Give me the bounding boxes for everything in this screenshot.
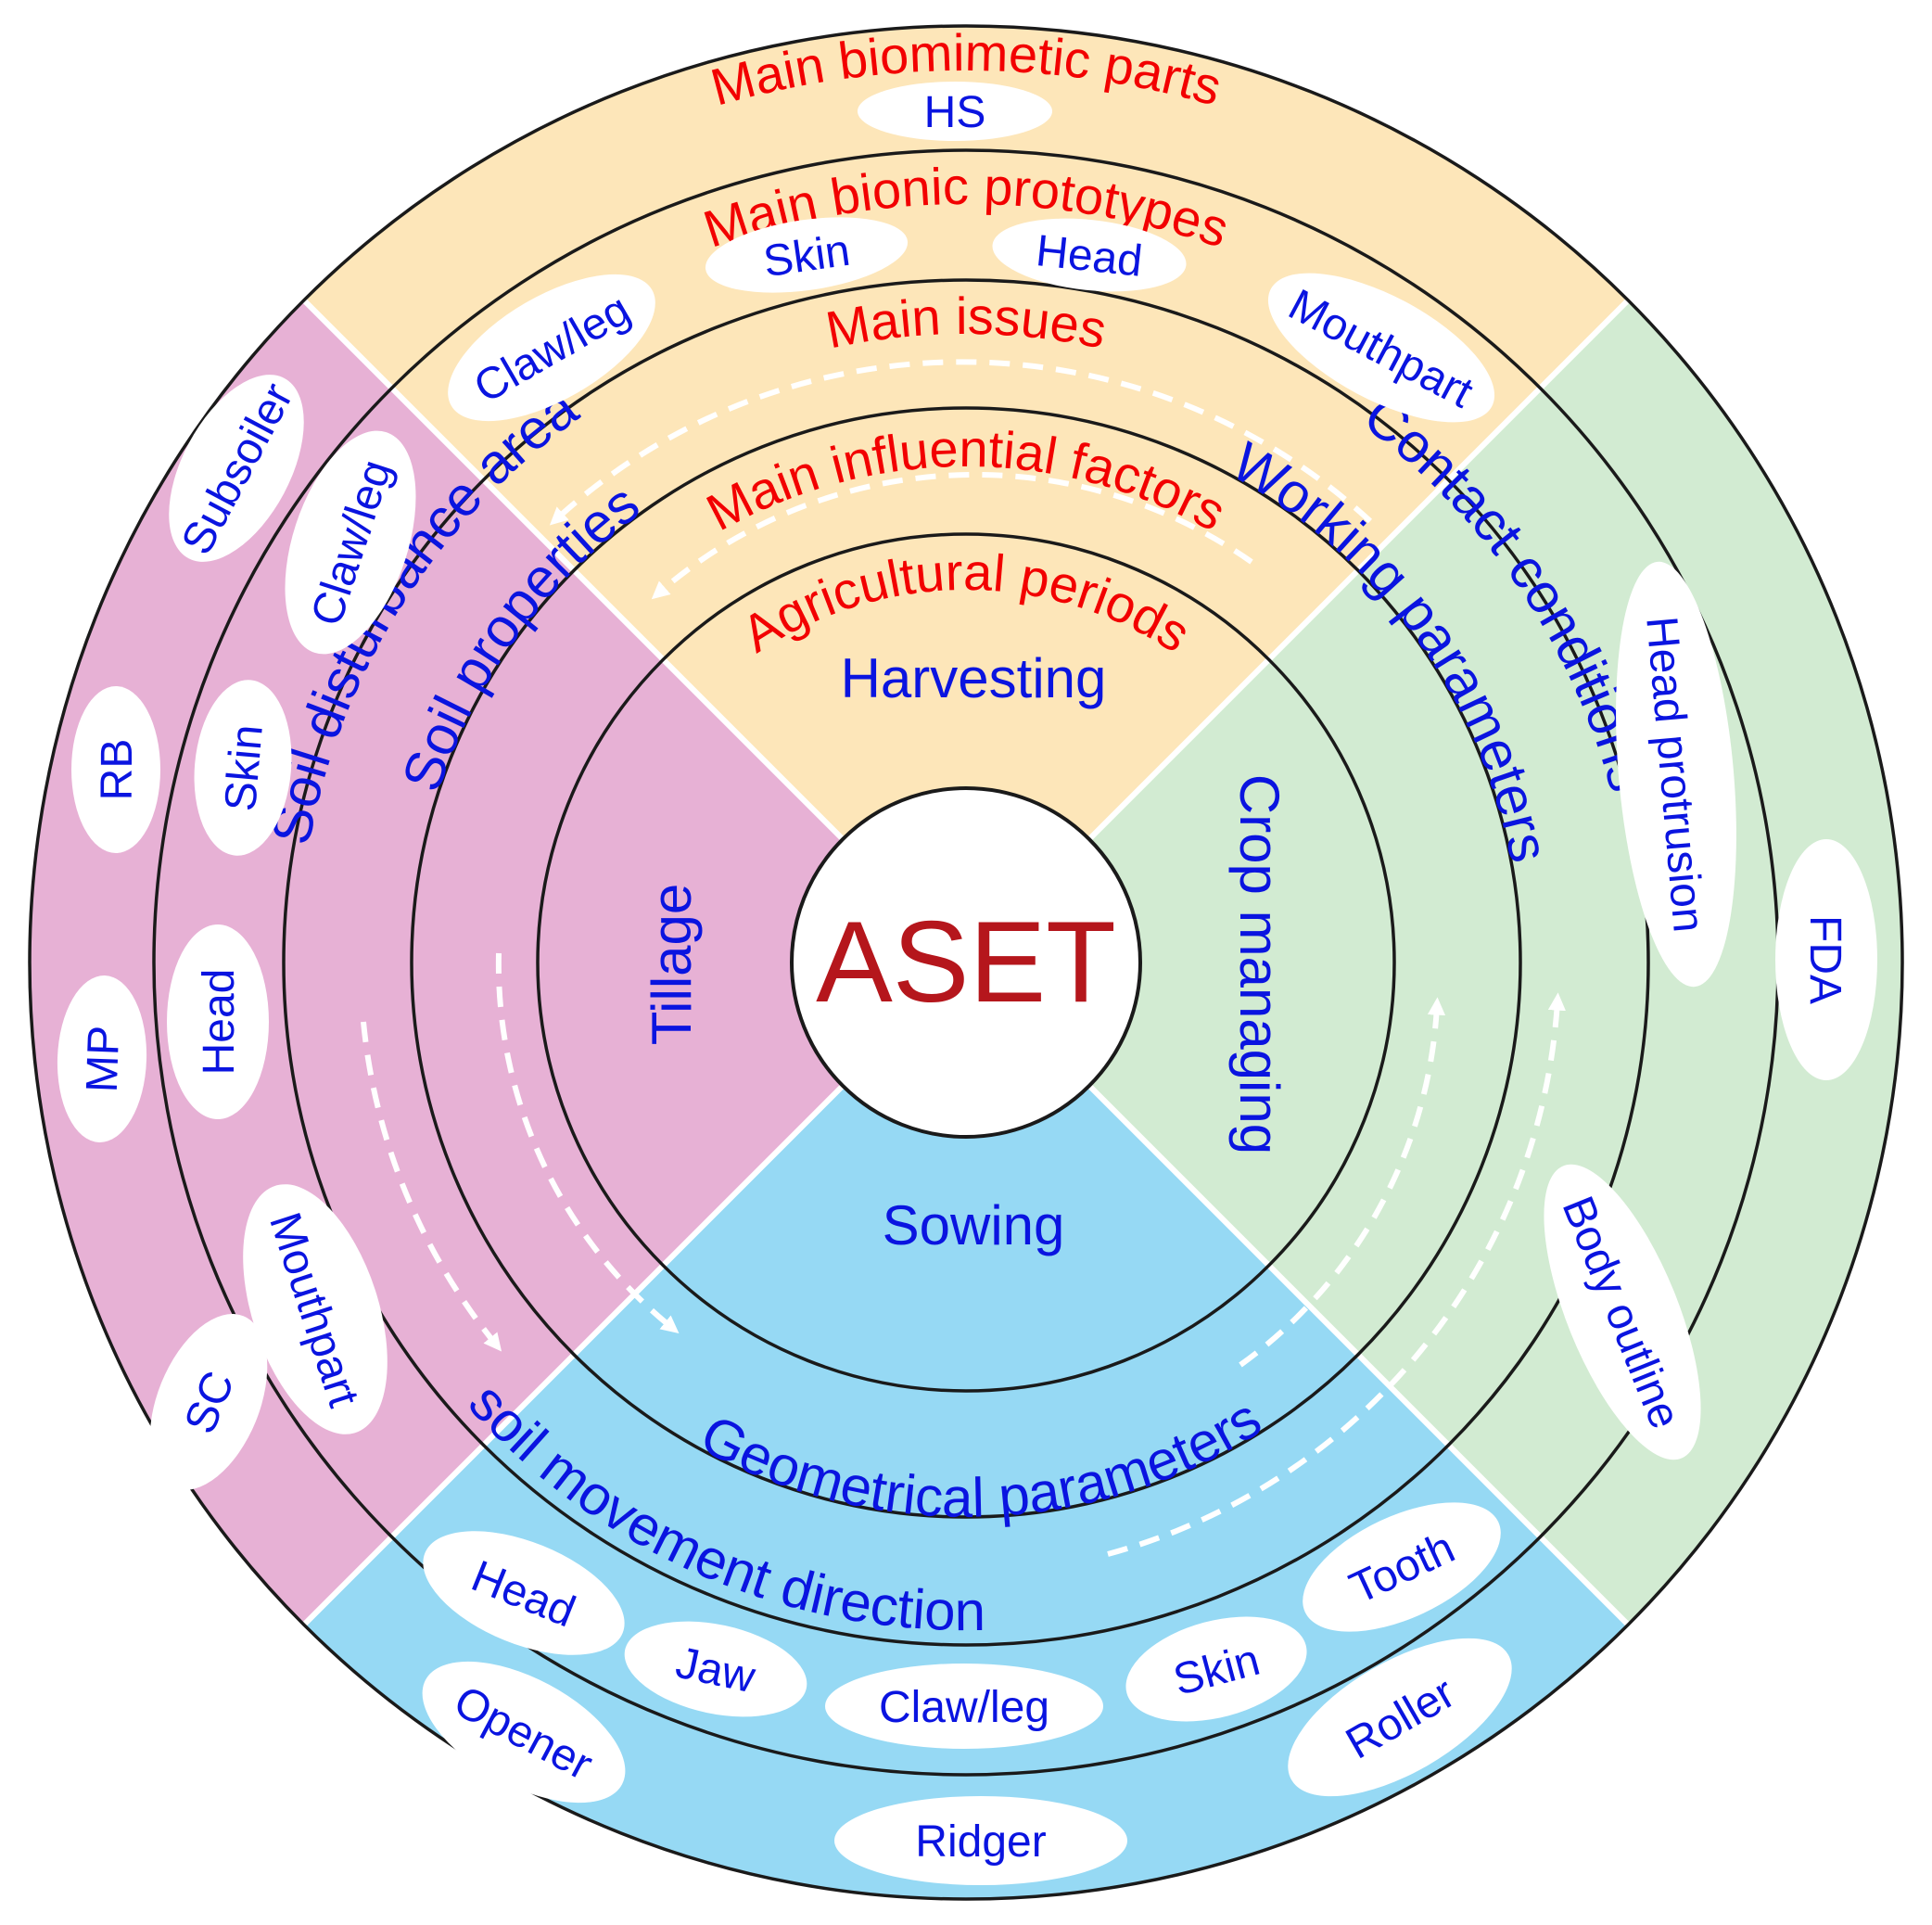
pill-skin-sowing: Skin <box>1125 1616 1307 1722</box>
harvesting-pills: HS Skin Head Claw/leg Mouthpart <box>448 82 1495 423</box>
period-crop-managing: Crop managing <box>1228 774 1290 1154</box>
flow-arrows <box>361 359 1566 1557</box>
svg-text:Head: Head <box>195 969 244 1076</box>
pill-roller: Roller <box>1288 1638 1512 1797</box>
svg-text:Claw/leg: Claw/leg <box>879 1683 1049 1732</box>
arrow-soil-disturbance-down <box>361 1021 502 1352</box>
pill-ridger: Ridger <box>834 1796 1127 1885</box>
arrow-soil-movement-up <box>1107 992 1566 1557</box>
pill-mp: MP <box>57 975 147 1142</box>
svg-text:MP: MP <box>78 1025 129 1093</box>
period-sowing: Sowing <box>883 1194 1065 1256</box>
pill-tooth: Tooth <box>1303 1502 1501 1632</box>
pill-jaw: Jaw <box>624 1621 807 1717</box>
ring-3 <box>410 406 1522 1519</box>
pill-head-protrusion: Head protrusion <box>1616 561 1736 988</box>
arrow-soil-properties-down <box>495 952 680 1334</box>
svg-text:Ridger: Ridger <box>915 1817 1046 1867</box>
center-label: ASET <box>816 899 1116 1026</box>
pill-subsoiler: Subsoiler <box>169 375 304 562</box>
crop-pills: Head protrusion FDA Body outline <box>1544 561 1877 1460</box>
pill-head-harvest: Head <box>992 218 1187 292</box>
pill-head-tillage: Head <box>167 924 269 1119</box>
pill-head-sowing: Head <box>423 1531 625 1655</box>
arrow-factors-top <box>651 471 1253 600</box>
pill-fda: FDA <box>1775 839 1877 1080</box>
pill-rb: RB <box>71 686 160 853</box>
svg-text:RB: RB <box>93 739 142 801</box>
tillage-pills: Subsoiler RB MP SC Claw/leg Skin Head M <box>57 375 416 1490</box>
svg-text:HS: HS <box>924 88 986 137</box>
arrow-geometrical-up <box>1239 997 1446 1368</box>
pill-skin-tillage: Skin <box>194 680 292 856</box>
pill-mouthpart-tillage: Mouthpart <box>243 1184 388 1434</box>
svg-text:Skin: Skin <box>760 226 853 287</box>
svg-text:Skin: Skin <box>216 722 273 813</box>
sowing-pills: Head Jaw Claw/leg Skin Tooth Opener Ridg… <box>422 1502 1512 1885</box>
pill-hs: HS <box>858 82 1052 141</box>
svg-text:FDA: FDA <box>1800 915 1849 1004</box>
pill-skin-harvest: Skin <box>705 217 909 293</box>
center-circle <box>790 786 1142 1139</box>
ring-2 <box>536 532 1396 1393</box>
ring-4 <box>282 278 1650 1647</box>
period-tillage: Tillage <box>641 884 703 1046</box>
pill-claw-leg-tillage: Claw/leg <box>285 430 416 655</box>
pill-claw-leg-sowing: Claw/leg <box>825 1664 1103 1749</box>
period-harvesting: Harvesting <box>841 647 1107 709</box>
svg-text:Head: Head <box>1034 226 1145 287</box>
arrow-issues-top <box>549 359 1373 526</box>
pill-sc: SC <box>149 1314 268 1490</box>
ring-outer <box>28 24 1904 1901</box>
